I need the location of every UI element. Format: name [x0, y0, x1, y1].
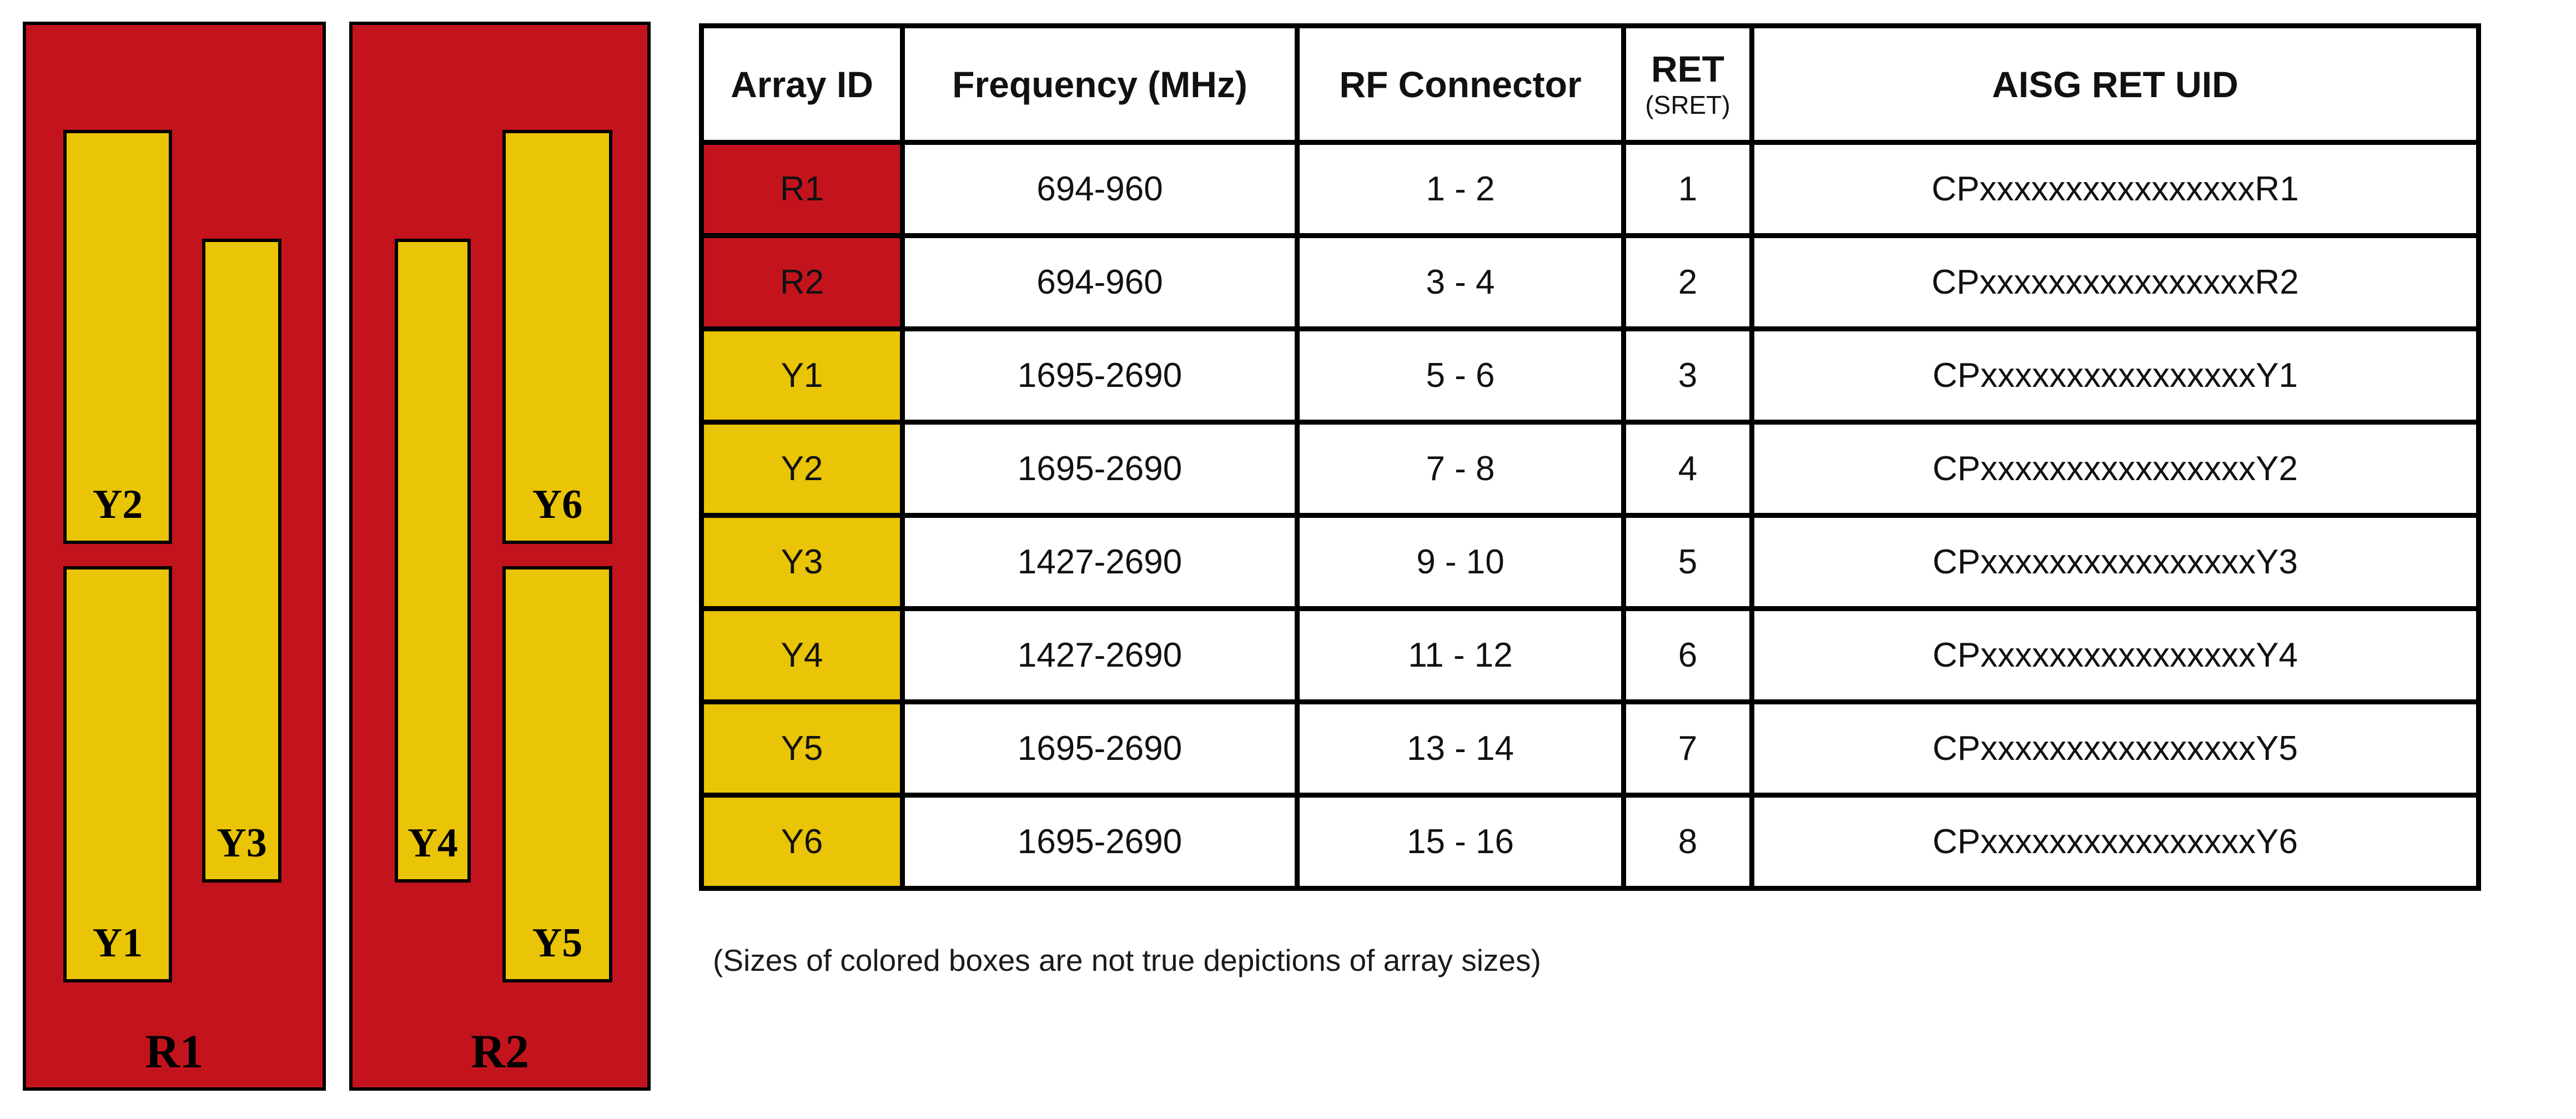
cell-aisg-uid: CPxxxxxxxxxxxxxxxxY2	[1749, 420, 2481, 518]
table-row: Y4 1427-2690 11 - 12 6 CPxxxxxxxxxxxxxxx…	[699, 606, 2481, 704]
array-box-label-y6: Y6	[532, 482, 583, 527]
cell-aisg-uid: CPxxxxxxxxxxxxxxxxY4	[1749, 606, 2481, 704]
cell-rf-connector: 13 - 14	[1295, 699, 1626, 798]
cell-rf-connector: 1 - 2	[1295, 140, 1626, 238]
cell-frequency: 1695-2690	[900, 793, 1300, 891]
array-box-y5: Y5	[502, 566, 612, 982]
table-row: Y3 1427-2690 9 - 10 5 CPxxxxxxxxxxxxxxxx…	[699, 513, 2481, 611]
table-header-row: Array ID Frequency (MHz) RF Connector RE…	[699, 23, 2481, 145]
antenna-panel-r1: Y2 Y1 Y3 R1	[23, 22, 326, 1091]
size-disclaimer-note: (Sizes of colored boxes are not true dep…	[713, 943, 1541, 977]
col-header-frequency: Frequency (MHz)	[900, 23, 1300, 145]
array-box-y4: Y4	[395, 239, 471, 883]
table-row: Y6 1695-2690 15 - 16 8 CPxxxxxxxxxxxxxxx…	[699, 793, 2481, 891]
array-box-y1: Y1	[63, 566, 172, 982]
cell-array-id: Y1	[699, 326, 905, 425]
cell-array-id: Y3	[699, 513, 905, 611]
cell-array-id: Y5	[699, 699, 905, 798]
array-box-y3: Y3	[202, 239, 281, 883]
table-row: R2 694-960 3 - 4 2 CPxxxxxxxxxxxxxxxxR2	[699, 233, 2481, 331]
cell-rf-connector: 3 - 4	[1295, 233, 1626, 331]
col-header-ret: RET (SRET)	[1621, 23, 1754, 145]
cell-rf-connector: 5 - 6	[1295, 326, 1626, 425]
cell-rf-connector: 15 - 16	[1295, 793, 1626, 891]
cell-aisg-uid: CPxxxxxxxxxxxxxxxxR2	[1749, 233, 2481, 331]
cell-array-id: Y6	[699, 793, 905, 891]
cell-rf-connector: 11 - 12	[1295, 606, 1626, 704]
array-box-label-y4: Y4	[407, 820, 458, 866]
cell-frequency: 1695-2690	[900, 420, 1300, 518]
cell-aisg-uid: CPxxxxxxxxxxxxxxxxY3	[1749, 513, 2481, 611]
cell-array-id: R1	[699, 140, 905, 238]
cell-array-id: Y2	[699, 420, 905, 518]
array-spec-table: Array ID Frequency (MHz) RF Connector RE…	[699, 23, 2481, 891]
antenna-panel-r2: Y4 Y6 Y5 R2	[349, 22, 651, 1091]
cell-array-id: R2	[699, 233, 905, 331]
cell-frequency: 1695-2690	[900, 699, 1300, 798]
cell-frequency: 1695-2690	[900, 326, 1300, 425]
cell-rf-connector: 9 - 10	[1295, 513, 1626, 611]
table-row: Y1 1695-2690 5 - 6 3 CPxxxxxxxxxxxxxxxxY…	[699, 326, 2481, 425]
col-header-ret-sub: (SRET)	[1645, 90, 1730, 119]
cell-aisg-uid: CPxxxxxxxxxxxxxxxxY1	[1749, 326, 2481, 425]
col-header-aisg-ret-uid: AISG RET UID	[1749, 23, 2481, 145]
cell-ret: 7	[1621, 699, 1754, 798]
col-header-rf-connector: RF Connector	[1295, 23, 1626, 145]
array-box-label-y5: Y5	[532, 920, 583, 966]
array-box-y6: Y6	[502, 130, 612, 544]
cell-ret: 6	[1621, 606, 1754, 704]
panel-label-r2: R2	[470, 1025, 530, 1078]
cell-frequency: 694-960	[900, 233, 1300, 331]
cell-ret: 4	[1621, 420, 1754, 518]
panel-label-r1: R1	[145, 1025, 204, 1078]
table-row: Y5 1695-2690 13 - 14 7 CPxxxxxxxxxxxxxxx…	[699, 699, 2481, 798]
array-box-label-y2: Y2	[92, 482, 143, 527]
cell-aisg-uid: CPxxxxxxxxxxxxxxxxR1	[1749, 140, 2481, 238]
cell-rf-connector: 7 - 8	[1295, 420, 1626, 518]
cell-ret: 3	[1621, 326, 1754, 425]
cell-frequency: 1427-2690	[900, 606, 1300, 704]
cell-aisg-uid: CPxxxxxxxxxxxxxxxxY6	[1749, 793, 2481, 891]
cell-frequency: 694-960	[900, 140, 1300, 238]
array-box-label-y3: Y3	[217, 820, 267, 866]
cell-aisg-uid: CPxxxxxxxxxxxxxxxxY5	[1749, 699, 2481, 798]
cell-ret: 8	[1621, 793, 1754, 891]
cell-ret: 2	[1621, 233, 1754, 331]
cell-ret: 1	[1621, 140, 1754, 238]
col-header-array-id: Array ID	[699, 23, 905, 145]
cell-array-id: Y4	[699, 606, 905, 704]
col-header-ret-main: RET	[1651, 48, 1724, 90]
array-box-label-y1: Y1	[92, 920, 143, 966]
table-row: R1 694-960 1 - 2 1 CPxxxxxxxxxxxxxxxxR1	[699, 140, 2481, 238]
cell-frequency: 1427-2690	[900, 513, 1300, 611]
array-box-y2: Y2	[63, 130, 172, 544]
cell-ret: 5	[1621, 513, 1754, 611]
table-row: Y2 1695-2690 7 - 8 4 CPxxxxxxxxxxxxxxxxY…	[699, 420, 2481, 518]
